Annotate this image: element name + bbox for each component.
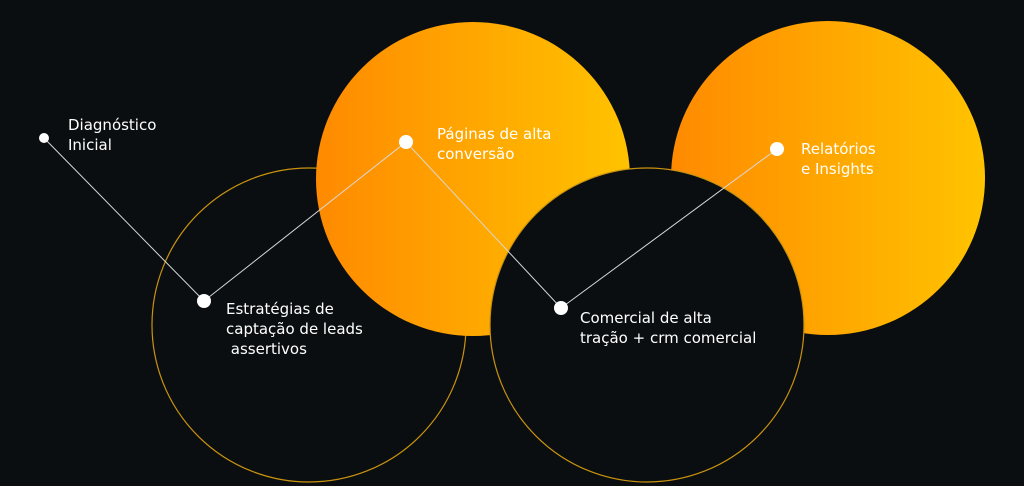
- step-dot: [197, 294, 211, 308]
- step-label-estrategias: Estratégias de captação de leads asserti…: [226, 300, 363, 358]
- dark-circle-right: [489, 167, 805, 483]
- step-label-relatorios: Relatórios e Insights: [801, 140, 876, 178]
- step-label-diagnostico: Diagnóstico Inicial: [68, 116, 157, 154]
- step-dot: [39, 133, 49, 143]
- step-dot: [554, 301, 568, 315]
- step-label-comercial: Comercial de alta tração + crm comercial: [580, 309, 757, 347]
- step-dot: [399, 135, 413, 149]
- step-label-paginas: Páginas de alta conversão: [437, 125, 552, 163]
- step-dot: [770, 142, 784, 156]
